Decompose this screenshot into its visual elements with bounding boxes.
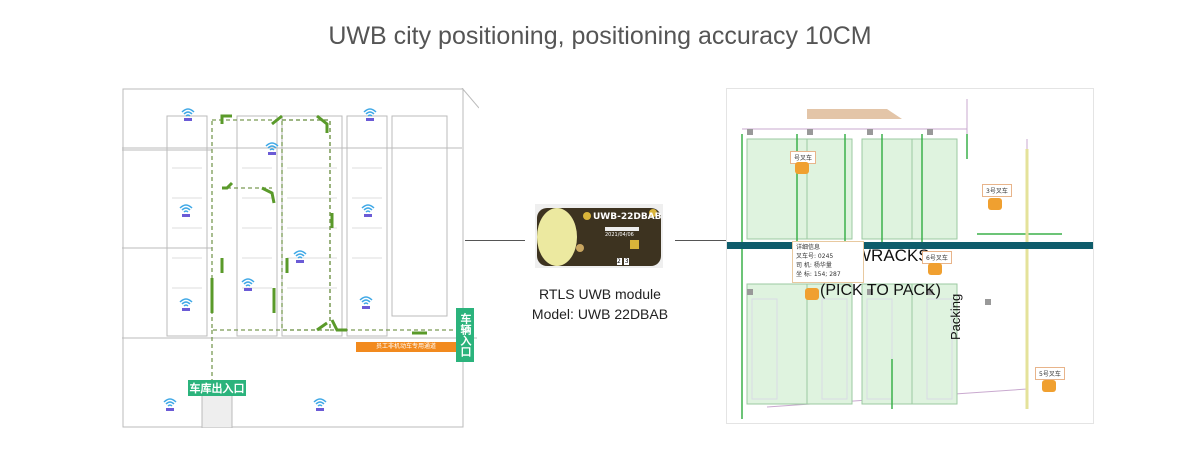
wifi-anchor-icon	[361, 204, 375, 217]
garage-exit-label: 车库出入口	[188, 380, 246, 396]
forklift-icon	[928, 263, 942, 275]
wifi-anchor-icon	[179, 204, 193, 217]
parking-plan-drawing	[122, 87, 480, 429]
board-model-text: UWB-22DBAB	[593, 212, 662, 222]
module-caption-model: Model: UWB 22DBAB	[531, 306, 669, 322]
vehicle-entrance-label: 车辆入口	[456, 308, 474, 362]
connector-line-left	[465, 240, 525, 241]
aisle-band	[727, 242, 1093, 249]
warehouse-plan-drawing	[727, 99, 1093, 419]
forklift-icon	[805, 288, 819, 300]
wifi-anchor-icon	[265, 142, 279, 155]
wifi-anchor-icon	[359, 296, 373, 309]
forklift-icon	[1042, 380, 1056, 392]
bike-lane-banner: 员工非机动车专用通道	[356, 342, 456, 352]
forklift-tag: 3号叉车	[982, 184, 1012, 197]
forklift-info-popup: 详细信息 叉车号: 0245 司 机: 杨华量 坐 标: 154; 287	[792, 241, 864, 283]
module-caption-title: RTLS UWB module	[539, 286, 661, 302]
forklift-icon	[795, 162, 809, 174]
board-date-text: 2021/04/06	[605, 232, 634, 238]
uwb-board-drawing	[537, 208, 661, 266]
page-title: UWB city positioning, positioning accura…	[328, 22, 872, 50]
forklift-tag: 5号叉车	[1035, 367, 1065, 380]
wifi-anchor-icon	[313, 398, 327, 411]
wifi-anchor-icon	[241, 278, 255, 291]
packing-label: Packing	[948, 293, 963, 340]
wifi-anchor-icon	[181, 108, 195, 121]
info-driver: 司 机: 杨华量	[796, 262, 832, 269]
warehouse-floor-plan	[726, 88, 1094, 424]
wifi-anchor-icon	[163, 398, 177, 411]
parking-floor-plan	[122, 87, 480, 429]
info-title: 详细信息	[796, 244, 821, 251]
wifi-anchor-icon	[179, 298, 193, 311]
wracks-label: WRACKS	[855, 246, 930, 265]
info-coordinates: 坐 标: 154; 287	[796, 271, 841, 278]
uwb-module-image: UWB-22DBAB 2021/04/06 2 3	[535, 204, 663, 268]
board-numbers: 2 3	[617, 258, 630, 265]
wifi-anchor-icon	[293, 250, 307, 263]
forklift-tag: 号叉车	[790, 151, 817, 164]
info-forklift-id: 叉车号: 0245	[796, 253, 834, 260]
module-caption: RTLS UWB module Model: UWB 22DBAB	[500, 284, 700, 324]
connector-line-right	[675, 240, 735, 241]
pick-to-pack-label: (PICK TO PACK)	[820, 282, 941, 299]
forklift-icon	[988, 198, 1002, 210]
wifi-anchor-icon	[363, 108, 377, 121]
route-arrows	[210, 114, 427, 335]
